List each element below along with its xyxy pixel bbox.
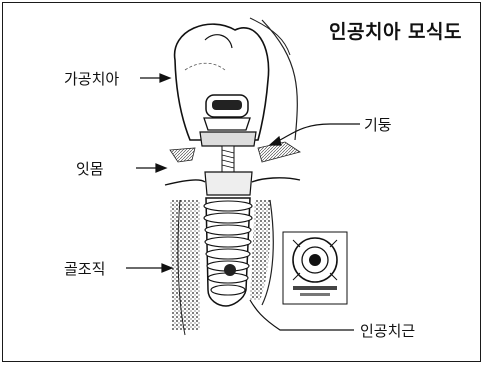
bone-tissue <box>170 200 200 330</box>
gum-tissue <box>170 148 195 162</box>
label-gum: 잇몸 <box>76 158 104 179</box>
label-abutment: 기둥 <box>364 114 392 135</box>
label-crown: 가공치아 <box>64 68 119 89</box>
label-bone: 골조직 <box>64 258 105 279</box>
label-fixture: 인공치근 <box>360 320 415 341</box>
